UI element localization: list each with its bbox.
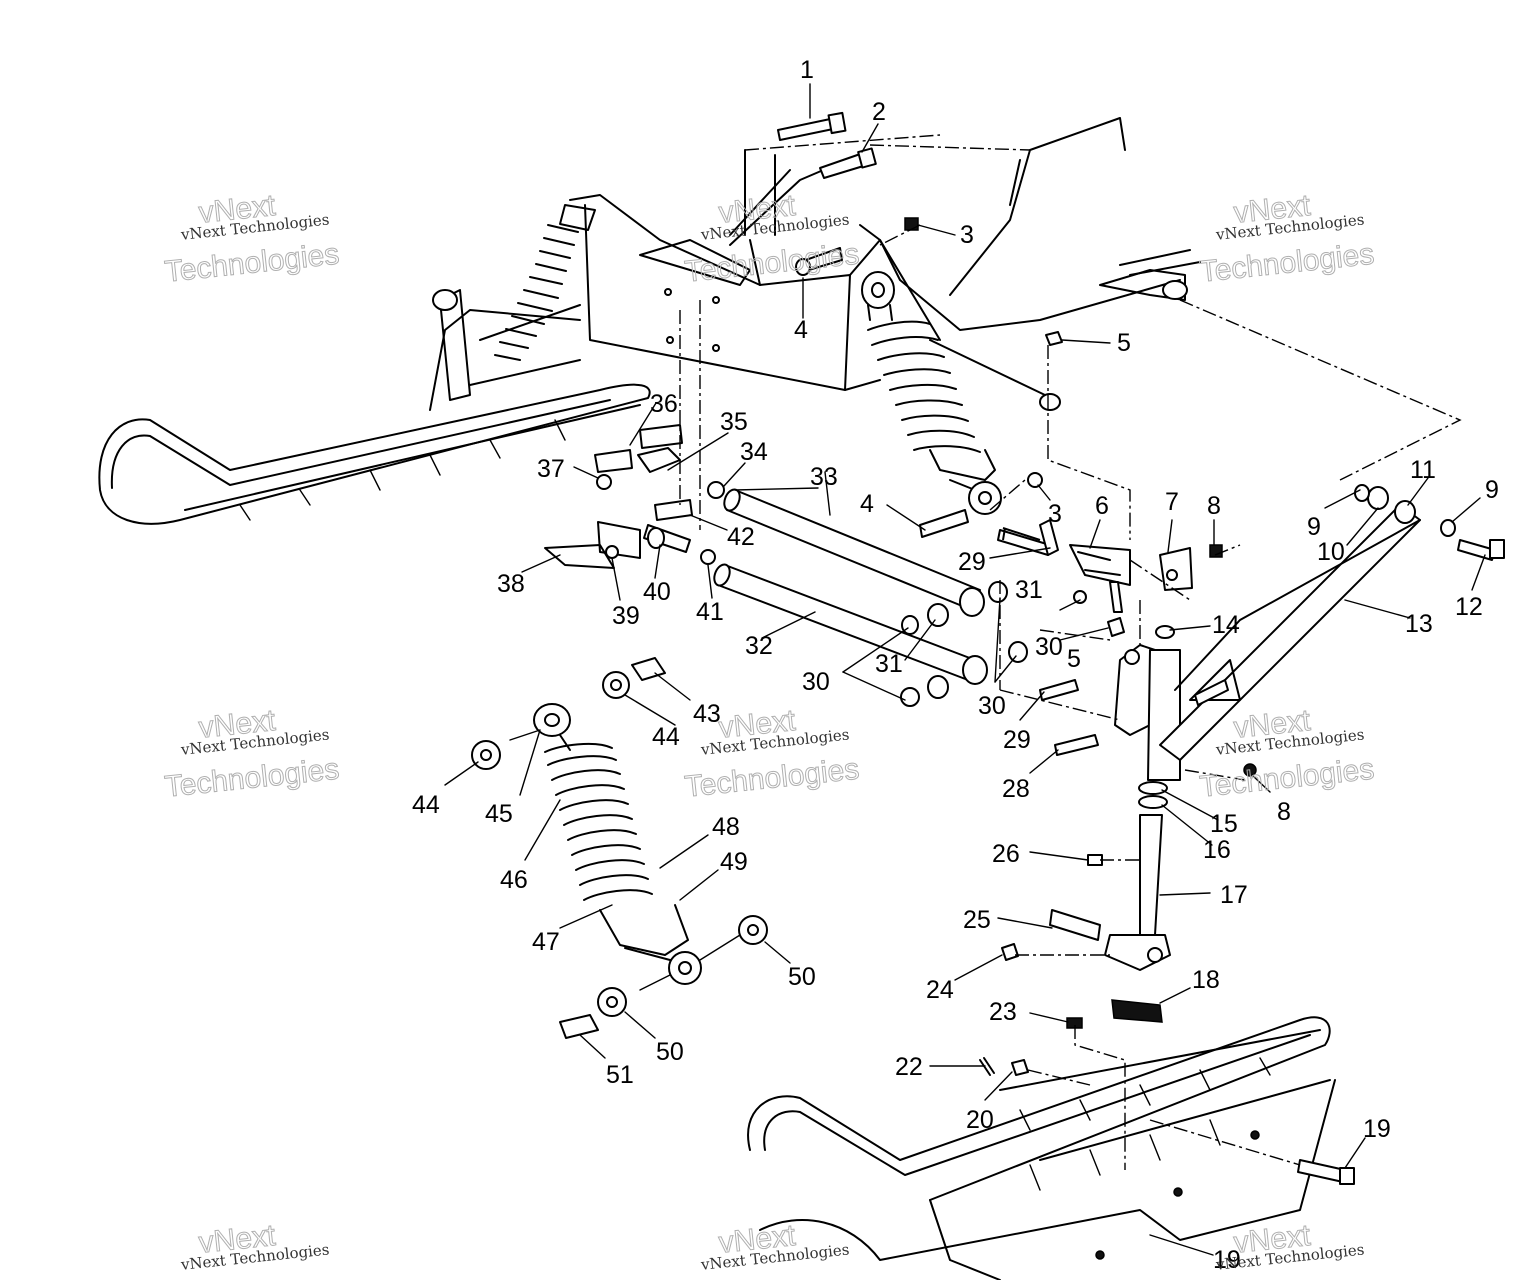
callout-49: 47 <box>532 928 560 956</box>
callout-48: 46 <box>500 866 528 894</box>
callout-4b: 4 <box>860 490 874 518</box>
left-hardware-cluster <box>544 424 725 569</box>
callout-8b: 8 <box>1277 798 1291 826</box>
callout-50: 48 <box>712 813 740 841</box>
callout-20: 19 <box>1213 1246 1241 1274</box>
callout-16: 16 <box>1203 836 1231 864</box>
mid-hardware <box>919 472 1223 756</box>
callout-23: 22 <box>895 1053 923 1081</box>
left-shock-coil <box>494 204 596 361</box>
watermark-large-2: Technologies <box>1198 753 1376 804</box>
top-hardware <box>777 111 1063 411</box>
callout-30: 30 <box>1035 633 1063 661</box>
watermark-large-2: Technologies <box>683 238 861 289</box>
callout-1: 1 <box>800 56 814 84</box>
callout-38: 36 <box>650 390 678 418</box>
right-ski <box>747 1016 1355 1280</box>
callout-26: 25 <box>963 906 991 934</box>
callout-39: 37 <box>537 455 565 483</box>
callout-35: 33 <box>810 463 838 491</box>
callout-3a: 3 <box>960 221 974 249</box>
callout-10: 10 <box>1317 538 1345 566</box>
callout-17: 17 <box>1220 881 1248 909</box>
callout-41: 39 <box>612 602 640 630</box>
callout-18: 18 <box>1192 966 1220 994</box>
radius-rods <box>713 488 1028 707</box>
left-spindle-assembly <box>429 204 596 411</box>
right-tie-rod-end <box>1099 249 1201 301</box>
callout-46a: 44 <box>652 723 680 751</box>
callout-36: 34 <box>740 438 768 466</box>
leader-lines <box>444 83 1486 1256</box>
callout-5a: 5 <box>1117 329 1131 357</box>
callout-9a: 9 <box>1307 513 1321 541</box>
callout-13: 13 <box>1405 610 1433 638</box>
watermarks: vNext Technologies vNext Technologies vN… <box>163 188 1377 1274</box>
callout-44: 42 <box>727 523 755 551</box>
callout-31: 31 <box>1015 576 1043 604</box>
watermark-large-2: Technologies <box>683 753 861 804</box>
callout-52b: 50 <box>656 1038 684 1066</box>
callout-32b: 30 <box>978 692 1006 720</box>
callout-45: 43 <box>693 700 721 728</box>
left-ski <box>98 383 651 525</box>
upper-a-arm <box>1159 484 1505 777</box>
callout-51: 49 <box>720 848 748 876</box>
watermark-large-2: Technologies <box>163 753 341 804</box>
watermark-large-2: Technologies <box>1198 238 1376 289</box>
callout-8a: 8 <box>1207 492 1221 520</box>
callout-9b: 9 <box>1485 476 1499 504</box>
callout-29b: 29 <box>1003 726 1031 754</box>
callout-4a: 4 <box>794 316 808 344</box>
watermark-large-2: Technologies <box>163 238 341 289</box>
callout-25: 24 <box>926 976 954 1004</box>
callout-43: 41 <box>696 598 724 626</box>
callout-12: 12 <box>1455 593 1483 621</box>
callout-24: 23 <box>989 998 1017 1026</box>
callout-11: 11 <box>1410 456 1436 484</box>
callout-53: 51 <box>606 1061 634 1089</box>
callout-7: 7 <box>1165 488 1179 516</box>
callout-40: 38 <box>497 570 525 598</box>
callout-47: 45 <box>485 800 513 828</box>
callout-34: 32 <box>745 632 773 660</box>
center-shock <box>861 271 1002 515</box>
callout-33: 31 <box>875 650 903 678</box>
callout-3b: 3 <box>1048 500 1062 528</box>
front-bulkhead <box>569 117 1181 391</box>
callout-19: 19 <box>1363 1115 1391 1143</box>
callout-22: 20 <box>966 1106 994 1134</box>
callout-32a: 30 <box>802 668 830 696</box>
front-shock <box>471 657 768 1039</box>
right-spindle <box>1001 625 1181 1023</box>
callout-2: 2 <box>872 98 886 126</box>
callout-6: 6 <box>1095 492 1109 520</box>
callout-29a: 29 <box>958 548 986 576</box>
callout-52a: 50 <box>788 963 816 991</box>
callout-14: 14 <box>1212 611 1240 639</box>
assembly-lines <box>679 134 1462 1170</box>
callout-28: 28 <box>1002 775 1030 803</box>
callout-labels: 1 2 3 4 5 36 35 34 37 33 4 3 6 7 8 9 10 … <box>412 56 1499 1274</box>
callout-5b: 5 <box>1067 645 1081 673</box>
callout-46b: 44 <box>412 791 440 819</box>
callout-37: 35 <box>720 408 748 436</box>
callout-15: 15 <box>1210 810 1238 838</box>
callout-42: 40 <box>643 578 671 606</box>
callout-27: 26 <box>992 840 1020 868</box>
